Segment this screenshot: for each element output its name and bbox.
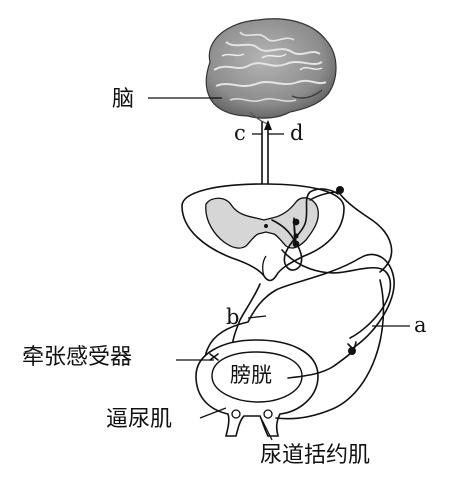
detrusor-label: 逼尿肌 (106, 407, 172, 432)
sphincter-loop (263, 409, 273, 419)
b-leader-line (247, 315, 267, 319)
motor-fibre (231, 283, 261, 351)
nerve-ending-icon (347, 341, 357, 351)
brain-illustration (205, 18, 337, 125)
sphincter-loop (231, 409, 241, 419)
label-a: a (414, 313, 427, 337)
interneurons (271, 188, 339, 271)
detrusor-fibre (287, 351, 353, 379)
label-c: c (234, 121, 246, 145)
label-b: b (226, 305, 239, 329)
label-d: d (290, 121, 303, 145)
bladder-illustration (195, 339, 319, 437)
synapse-dot (293, 233, 299, 239)
nerve-b (281, 249, 392, 339)
detrusor-leader-line (199, 407, 227, 419)
spinal-cord-section (181, 183, 345, 282)
sphincter-leader-line (261, 419, 273, 441)
sphincter-fibre (275, 279, 385, 420)
bladder-label: 膀胱 (230, 363, 272, 387)
arrow-up-icon (264, 120, 272, 130)
brain-label: 脑 (112, 87, 134, 112)
synapse-dot (292, 218, 300, 226)
ganglion-cell-dot (336, 186, 344, 194)
nerve-a (204, 253, 395, 379)
stretch-receptor-label: 牵张感受器 (22, 345, 132, 370)
dorsal-root-ganglion (309, 186, 393, 273)
urethral-sphincter-label: 尿道括约肌 (260, 443, 370, 468)
receptor-ending-icon (209, 353, 219, 361)
